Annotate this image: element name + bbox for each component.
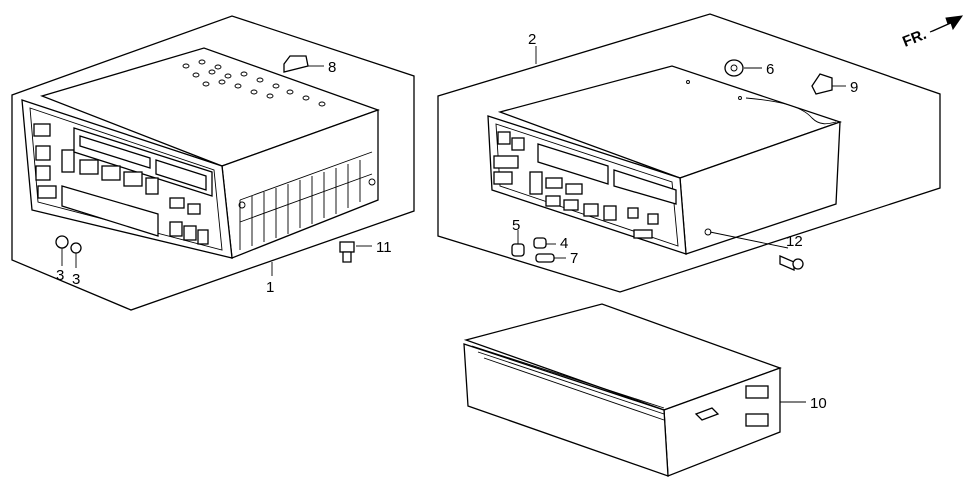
- callout-9: 9: [850, 79, 858, 96]
- knob-part-4: [533, 237, 547, 249]
- callout-12: 12: [786, 233, 803, 250]
- callout-labels: 1 2 3 3 4 5 6 7 8 9 10 11 12: [56, 31, 858, 412]
- group-outline-2: [437, 13, 941, 293]
- callout-8: 8: [328, 59, 336, 76]
- fr-direction-indicator: FR.: [900, 15, 964, 51]
- callout-4: 4: [560, 235, 568, 252]
- callout-2: 2: [528, 31, 536, 48]
- screw-part-11: [339, 241, 355, 263]
- clip-part-9: [811, 73, 833, 95]
- audio-unit-2: [487, 65, 843, 255]
- group-outline-1: [11, 15, 415, 311]
- callout-1: 1: [266, 279, 274, 296]
- knob-part-3a: [55, 235, 69, 249]
- callout-7: 7: [570, 250, 578, 267]
- knob-part-5: [511, 243, 525, 257]
- callout-3b: 3: [72, 271, 80, 288]
- forward-arrow-icon: [929, 15, 964, 33]
- case-assembly-10: [463, 303, 782, 477]
- callout-3a: 3: [56, 267, 64, 284]
- knob-part-6: [724, 59, 744, 77]
- callout-5: 5: [512, 217, 520, 234]
- callout-6: 6: [766, 61, 774, 78]
- knob-part-7: [535, 253, 555, 263]
- audio-unit-1: [21, 47, 380, 259]
- knob-part-3b: [70, 242, 82, 254]
- callout-10: 10: [810, 395, 827, 412]
- callout-11: 11: [376, 239, 392, 256]
- leader-lines: [61, 46, 846, 403]
- clip-part-8: [283, 55, 309, 73]
- fr-label: FR.: [900, 26, 929, 51]
- screw-part-12: [779, 255, 804, 271]
